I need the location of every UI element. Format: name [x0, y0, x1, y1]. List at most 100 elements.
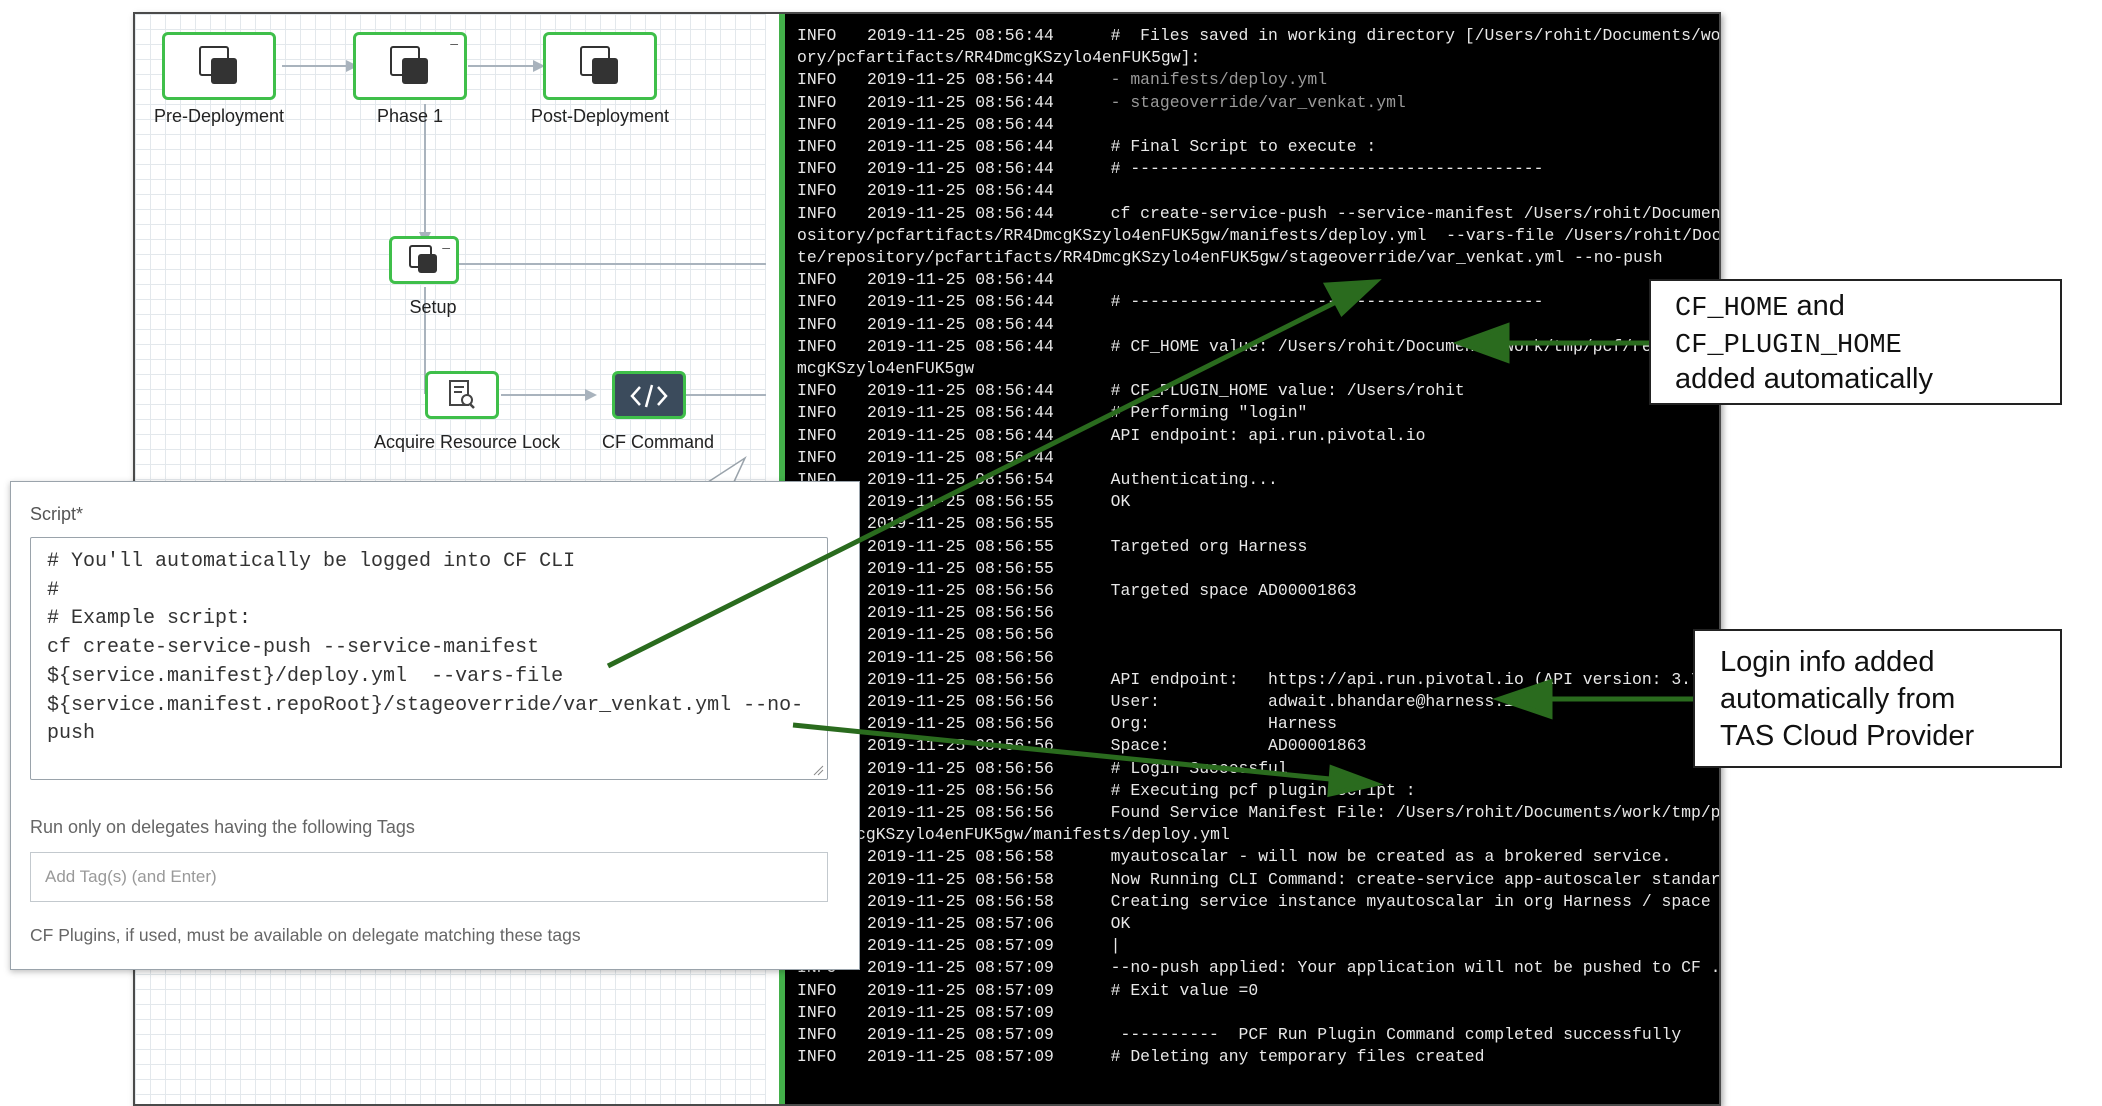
- stack-icon: [199, 46, 239, 86]
- login-line3: TAS Cloud Provider: [1720, 720, 1975, 752]
- tags-input[interactable]: Add Tag(s) (and Enter): [30, 852, 828, 902]
- log-timestamp: 2019-11-25 08:56:44: [867, 137, 1054, 156]
- phase1-label: Phase 1: [376, 106, 444, 126]
- log-timestamp: 2019-11-25 08:56:55: [867, 514, 1054, 534]
- log-timestamp: 2019-11-25 08:56:44: [867, 270, 1054, 290]
- log-level: INFO: [797, 137, 837, 156]
- log-message: User: adwait.bhandare@harness.io: [1091, 692, 1524, 711]
- log-line: INFO 2019-11-25 08:56:44 cf create-servic…: [797, 204, 1719, 224]
- log-timestamp: 2019-11-25 08:56:44: [867, 203, 1054, 223]
- cf-command-node[interactable]: [612, 371, 686, 419]
- log-timestamp: 2019-11-25 08:56:58: [867, 869, 1054, 889]
- log-timestamp: 2019-11-25 08:56:55: [867, 492, 1054, 512]
- log-message: # Performing "login": [1091, 403, 1308, 423]
- log-message: - manifests/deploy.yml: [1091, 70, 1328, 90]
- log-line: INFO 2019-11-25 08:56:44 # Final Script t…: [797, 137, 1376, 157]
- document-search-icon: [449, 380, 475, 409]
- log-timestamp: 2019-11-25 08:56:56: [867, 803, 1054, 822]
- collapse-icon[interactable]: –: [450, 35, 458, 51]
- cf-home-callout: CF_HOME and CF_PLUGIN_HOME added automat…: [1649, 279, 2062, 405]
- stack-icon: [390, 46, 430, 86]
- log-timestamp: 2019-11-25 08:56:56: [867, 692, 1054, 711]
- post-deployment-node[interactable]: [543, 32, 657, 100]
- log-message: Found Service Manifest File: /Users/rohi…: [1091, 803, 1719, 822]
- log-timestamp: 2019-11-25 08:56:56: [867, 603, 1054, 623]
- log-timestamp: 2019-11-25 08:56:58: [867, 891, 1054, 911]
- setup-node[interactable]: –: [389, 236, 459, 284]
- stack-icon: [580, 46, 620, 86]
- log-message: API endpoint: https://api.run.pivotal.io…: [1091, 669, 1719, 689]
- script-line: # Example script:: [47, 607, 252, 631]
- log-timestamp: 2019-11-25 08:56:56: [867, 758, 1054, 778]
- script-line: cf create-service-push --service-manifes…: [47, 636, 540, 660]
- login-line1: Login info added: [1720, 646, 1935, 678]
- phase1-node[interactable]: –: [353, 32, 467, 100]
- log-message: # --------------------------------------…: [1091, 159, 1544, 179]
- script-editor[interactable]: # You'll automatically be logged into CF…: [30, 537, 828, 780]
- log-message: ---------- PCF Run Plugin Command comple…: [1091, 1025, 1682, 1044]
- resize-handle-icon[interactable]: [812, 764, 824, 776]
- log-timestamp: 2019-11-25 08:56:44: [867, 314, 1054, 334]
- log-timestamp: 2019-11-25 08:56:56: [867, 669, 1054, 689]
- script-popup: Script* # You'll automatically be logged…: [10, 481, 860, 970]
- acquire-lock-node[interactable]: [425, 371, 499, 419]
- log-line: te/repository/pcfartifacts/RR4DmcgKSzylo…: [797, 248, 1663, 268]
- log-message: # CF_HOME value: /Users/rohit/Documents/…: [1110, 336, 1719, 356]
- log-timestamp: 2019-11-25 08:56:56: [867, 625, 1054, 645]
- log-timestamp: 2019-11-25 08:56:44: [867, 447, 1054, 467]
- login-callout: Login info added automatically from TAS …: [1693, 629, 2062, 768]
- log-timestamp: 2019-11-25 08:57:06: [867, 914, 1054, 933]
- log-timestamp: 2019-11-25 08:56:56: [867, 581, 1054, 600]
- log-timestamp: 2019-11-25 08:57:09: [867, 936, 1054, 956]
- log-message: Targeted space AD00001863: [1091, 581, 1357, 600]
- pre-deployment-node[interactable]: [162, 32, 276, 100]
- log-timestamp: 2019-11-25 08:56:56: [867, 736, 1054, 756]
- log-message: API endpoint: api.run.pivotal.io: [1091, 425, 1426, 445]
- cf-home-code: CF_HOME: [1675, 294, 1789, 324]
- log-message: Authenticating...: [1091, 470, 1278, 489]
- log-message: --no-push applied: Your application will…: [1091, 958, 1719, 978]
- script-line: push: [47, 722, 96, 746]
- log-timestamp: 2019-11-25 08:56:58: [867, 847, 1054, 867]
- log-timestamp: 2019-11-25 08:56:55: [867, 536, 1054, 556]
- cf-command-label: CF Command: [601, 432, 715, 452]
- log-level: INFO: [797, 1002, 837, 1022]
- log-message: # Final Script to execute :: [1091, 137, 1377, 156]
- log-level: INFO: [797, 114, 837, 134]
- log-message: # CF_PLUGIN_HOME value: /Users/rohit: [1091, 381, 1465, 401]
- collapse-icon[interactable]: –: [442, 239, 450, 255]
- log-level: INFO: [797, 159, 837, 179]
- log-timestamp: 2019-11-25 08:56:44: [867, 26, 1054, 45]
- log-line: /RR4DmcgKSzylo4enFUK5gw/manifests/deploy…: [797, 825, 1230, 845]
- tags-label: Run only on delegates having the followi…: [30, 817, 415, 837]
- log-timestamp: 2019-11-25 08:56:44: [867, 92, 1054, 112]
- log-message: Org: Harness: [1091, 714, 1337, 734]
- script-line: ${service.manifest}/deploy.yml --vars-fi…: [47, 664, 564, 688]
- log-timestamp: 2019-11-25 08:57:09: [867, 1047, 1054, 1067]
- log-message: myautoscalar - will now be created as a …: [1091, 847, 1672, 867]
- cf-plugin-home-code: CF_PLUGIN_HOME: [1675, 331, 1902, 361]
- log-timestamp: 2019-11-25 08:57:09: [867, 958, 1054, 978]
- log-timestamp: 2019-11-25 08:56:44: [867, 425, 1054, 445]
- login-line2: automatically from: [1720, 683, 1956, 715]
- log-level: INFO: [797, 203, 837, 223]
- log-message: cf create-service-push --service-manifes…: [1091, 203, 1719, 223]
